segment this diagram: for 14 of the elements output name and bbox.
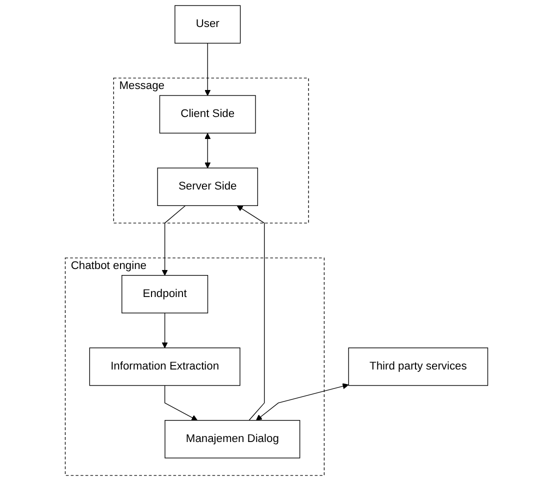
arrow bbox=[256, 383, 349, 421]
arrow bbox=[162, 312, 168, 348]
node-box: Third party services bbox=[348, 348, 488, 386]
arrow bbox=[204, 42, 211, 96]
node-box: Endpoint bbox=[122, 275, 208, 314]
arrow bbox=[164, 385, 198, 421]
node-box: Information Extraction bbox=[89, 348, 240, 386]
node-box: Manajemen Dialog bbox=[164, 420, 300, 458]
arrow bbox=[204, 133, 211, 168]
arrow bbox=[236, 205, 265, 421]
arrow bbox=[162, 205, 186, 276]
node-box: Server Side bbox=[157, 168, 258, 206]
node-box: User bbox=[174, 5, 241, 44]
node-box: Client Side bbox=[159, 95, 256, 134]
